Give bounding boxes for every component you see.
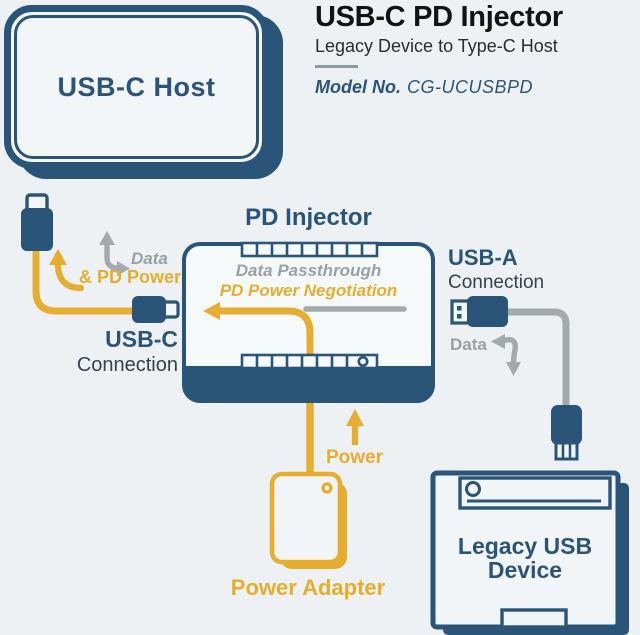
legacy-device-label: Legacy USB Device	[457, 533, 593, 583]
pd-power-negotiation-label: PD Power Negotiation	[219, 281, 398, 300]
usb-a-connection-sub: Connection	[448, 272, 545, 293]
usb-c-connection-caption: USB-C Connection	[18, 326, 178, 377]
usb-c-connection-sub: Connection	[76, 354, 178, 376]
page-subtitle: Legacy Device to Type-C Host	[315, 36, 558, 56]
usb-c-plug-to-host-icon	[21, 193, 53, 251]
usb-c-host-inner-frame: USB-C Host	[14, 15, 259, 159]
header-divider	[315, 65, 358, 68]
usb-c-plug-to-injector-icon	[132, 296, 180, 323]
power-up-arrow-icon	[346, 409, 364, 445]
usb-a-connection-caption: USB-A Connection	[448, 245, 544, 294]
usb-c-connection-name: USB-C	[105, 326, 178, 352]
pd-power-label: & PD Power	[79, 267, 182, 287]
adapter-led-icon	[321, 482, 333, 494]
usb-c-data-label: Data	[131, 249, 168, 268]
usb-a-cable	[505, 308, 570, 408]
legacy-device-button-icon	[465, 481, 481, 497]
pd-injector-title: PD Injector	[245, 204, 372, 231]
usb-c-host-box: USB-C Host	[4, 5, 269, 169]
pd-power-up-arrow-icon	[49, 249, 85, 292]
pd-injector-base-band	[185, 366, 432, 400]
model-number-label: Model No.	[315, 77, 401, 97]
legacy-device-port	[500, 608, 568, 629]
usb-a-connection-name: USB-A	[448, 245, 518, 270]
model-number-value: CG-UCUSBPD	[407, 77, 534, 97]
usb-c-host-label: USB-C Host	[57, 71, 216, 102]
power-flow-label: Power	[326, 447, 384, 468]
legacy-device-slot	[458, 476, 612, 510]
usb-b-plug-icon	[551, 405, 582, 461]
data-passthrough-label: Data Passthrough	[235, 261, 382, 280]
data-downup-arrow-icon	[491, 334, 521, 376]
usb-a-plug-icon	[450, 296, 508, 327]
model-number-line: Model No. CG-UCUSBPD	[315, 77, 533, 98]
usb-a-data-label: Data	[450, 335, 487, 354]
power-adapter-label: Power Adapter	[230, 575, 386, 600]
power-adapter-icon	[269, 471, 347, 569]
page-title: USB-C PD Injector	[315, 1, 563, 33]
